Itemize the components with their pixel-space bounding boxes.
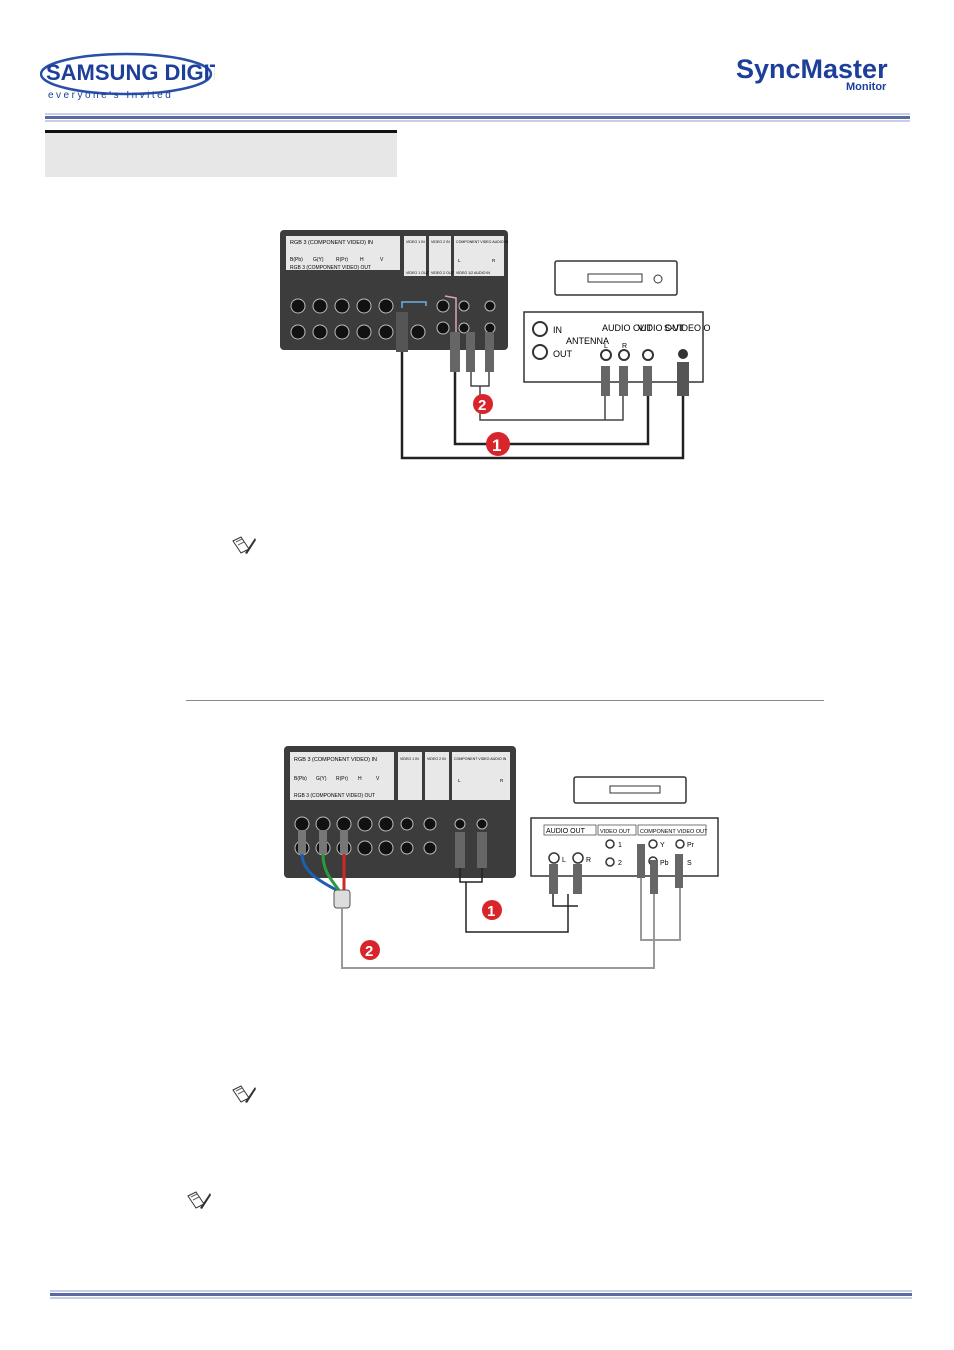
svg-text:L: L: [458, 778, 461, 783]
svg-text:L: L: [604, 343, 608, 350]
svg-text:2: 2: [365, 943, 373, 960]
samsung-digitall-logo: SAMSUNG DIGITall everyone's Invited: [40, 52, 215, 101]
video-device-icon: [554, 260, 678, 296]
svg-text:VIDEO OUT: VIDEO OUT: [600, 829, 631, 835]
svg-text:AUDIO OUT: AUDIO OUT: [546, 828, 586, 835]
svg-text:R: R: [500, 778, 504, 783]
svg-text:everyone's Invited: everyone's Invited: [48, 90, 173, 101]
svg-text:IN: IN: [553, 325, 562, 335]
svg-text:V: V: [376, 776, 380, 782]
svg-text:VIDEO 1 OUT: VIDEO 1 OUT: [406, 271, 430, 275]
svg-text:1: 1: [487, 903, 495, 920]
svg-text:COMPONENT VIDEO OUT: COMPONENT VIDEO OUT: [640, 829, 708, 835]
svg-text:B(Pb): B(Pb): [294, 776, 307, 782]
svg-text:H: H: [360, 257, 364, 263]
note-icon: [232, 536, 256, 554]
svg-text:2: 2: [618, 860, 622, 867]
svg-text:Pr: Pr: [687, 842, 695, 849]
svg-text:S: S: [687, 860, 692, 867]
svg-text:R: R: [492, 258, 496, 263]
svg-text:2: 2: [478, 397, 486, 414]
svg-text:VIDEO 2 IN: VIDEO 2 IN: [431, 240, 450, 244]
svg-text:L: L: [458, 258, 461, 263]
svg-text:COMPONENT VIDEO AUDIO IN: COMPONENT VIDEO AUDIO IN: [454, 757, 507, 761]
step-1-marker: [482, 900, 502, 920]
svg-text:VIDEO 1 IN: VIDEO 1 IN: [400, 757, 419, 761]
note-icon: [232, 1085, 256, 1103]
svg-text:VIDEO 2 IN: VIDEO 2 IN: [427, 757, 446, 761]
device-rear-panel: [523, 311, 704, 383]
svg-text:G(Y): G(Y): [316, 776, 327, 782]
svg-text:Y: Y: [660, 842, 665, 849]
svg-text:S-VIDEO OUT: S-VIDEO OUT: [664, 323, 710, 333]
footer-divider: [50, 1290, 912, 1299]
svg-text:SAMSUNG DIGITall: SAMSUNG DIGITall: [46, 60, 215, 85]
svg-text:RGB 3 (COMPONENT VIDEO) OUT: RGB 3 (COMPONENT VIDEO) OUT: [294, 793, 375, 799]
video-device-icon: [573, 776, 687, 804]
header-divider: [45, 113, 910, 122]
svg-text:R(Pr): R(Pr): [336, 257, 348, 263]
svg-text:V: V: [380, 257, 384, 263]
step-1-marker: [486, 432, 510, 456]
step-2-marker: [473, 394, 493, 414]
svg-text:R(Pr): R(Pr): [336, 776, 348, 782]
svg-text:1: 1: [492, 436, 501, 455]
section-divider: [186, 700, 824, 701]
svg-text:RGB 3 (COMPONENT VIDEO) IN: RGB 3 (COMPONENT VIDEO) IN: [290, 240, 373, 246]
step-2-marker: [360, 940, 380, 960]
svg-text:OUT: OUT: [553, 349, 573, 359]
svg-text:R: R: [586, 857, 591, 864]
svg-text:1: 1: [618, 842, 622, 849]
svg-text:RGB 3 (COMPONENT VIDEO) OUT: RGB 3 (COMPONENT VIDEO) OUT: [290, 265, 371, 271]
svg-text:VIDEO 2 OUT: VIDEO 2 OUT: [431, 271, 455, 275]
svg-text:SyncMaster: SyncMaster: [736, 54, 888, 84]
svg-text:VIDIO OUT: VIDIO OUT: [638, 323, 685, 333]
svg-text:ANTENNA: ANTENNA: [566, 336, 609, 346]
svg-text:RGB 3 (COMPONENT VIDEO) IN: RGB 3 (COMPONENT VIDEO) IN: [294, 757, 377, 763]
syncmaster-logo: SyncMaster Monitor: [736, 54, 888, 92]
svg-text:Monitor: Monitor: [846, 81, 887, 92]
svg-text:R: R: [622, 343, 627, 350]
connection-diagram-svideo: RGB 3 (COMPONENT VIDEO) IN B(Pb) G(Y) R(…: [280, 230, 710, 460]
note-icon: [187, 1191, 211, 1209]
svg-text:H: H: [358, 776, 362, 782]
svg-text:VIDEO 1/2 AUDIO IN: VIDEO 1/2 AUDIO IN: [456, 271, 490, 275]
svg-text:VIDEO 1 IN: VIDEO 1 IN: [406, 240, 425, 244]
svg-text:AUDIO OUT: AUDIO OUT: [602, 323, 653, 333]
svg-text:COMPONENT VIDEO AUDIO IN: COMPONENT VIDEO AUDIO IN: [456, 240, 509, 244]
svg-text:B(Pb): B(Pb): [290, 257, 303, 263]
svg-text:Pb: Pb: [660, 860, 669, 867]
connection-diagram-component: RGB 3 (COMPONENT VIDEO) IN B(Pb) G(Y) R(…: [284, 746, 719, 969]
svg-text:L: L: [562, 857, 566, 864]
section-title-box: [45, 130, 397, 177]
svg-text:G(Y): G(Y): [313, 257, 324, 263]
